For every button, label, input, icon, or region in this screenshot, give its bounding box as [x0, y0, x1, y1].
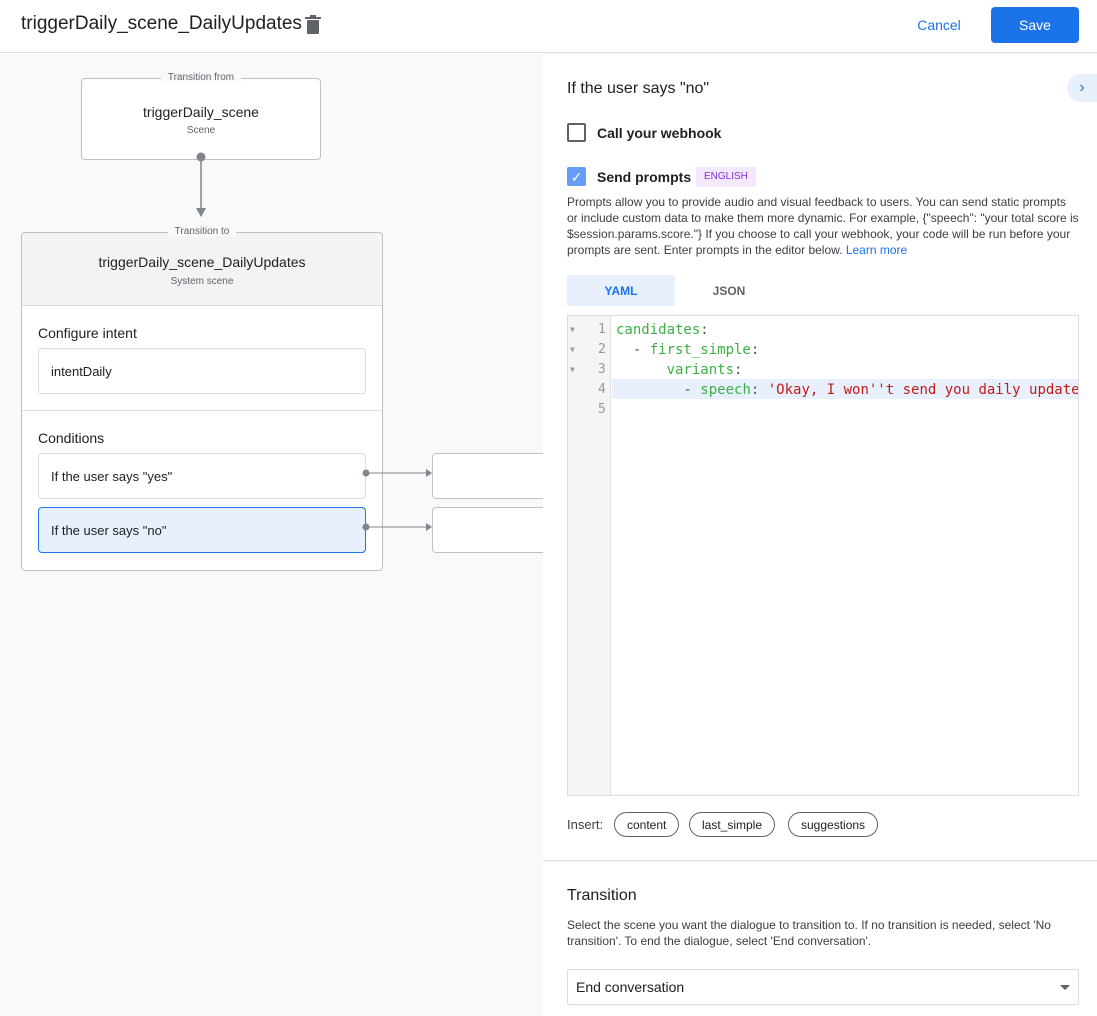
code-editor[interactable]: ▼ ▼ ▼ 1 2 3 4 5 candidates: - first_simp…: [567, 315, 1079, 796]
intent-field[interactable]: intentDaily: [38, 348, 366, 394]
transition-to-node: Transition to triggerDaily_scene_DailyUp…: [21, 226, 383, 571]
line-number: 1: [598, 322, 606, 337]
conditions-label: Conditions: [38, 430, 105, 446]
yaml-key: candidates: [616, 322, 701, 338]
yaml-key: variants: [666, 362, 735, 378]
fold-icon[interactable]: ▼: [570, 365, 575, 374]
header: triggerDaily_scene_DailyUpdates Cancel S…: [0, 0, 1097, 53]
insert-label: Insert:: [567, 817, 604, 832]
dropdown-arrow-icon: [1060, 985, 1070, 990]
check-icon: ✓: [570, 169, 583, 185]
transition-from-legend: Transition from: [160, 72, 242, 83]
yaml-prefix: -: [616, 382, 701, 398]
learn-more-link[interactable]: Learn more: [845, 243, 908, 257]
description-text: Prompts allow you to provide audio and v…: [567, 195, 1079, 257]
line-number: 5: [598, 402, 606, 417]
condition-no[interactable]: If the user says "no": [38, 507, 366, 553]
transition-from-node[interactable]: Transition from triggerDaily_scene Scene: [81, 72, 321, 160]
code-line: - speech: 'Okay, I won''t send you daily…: [616, 380, 1078, 400]
page-title: triggerDaily_scene_DailyUpdates: [21, 13, 302, 34]
divider: [22, 410, 382, 411]
condition-yes[interactable]: If the user says "yes": [38, 453, 366, 499]
to-scene-name: triggerDaily_scene_DailyUpdates: [98, 254, 306, 270]
insert-chip-suggestions[interactable]: suggestions: [788, 812, 879, 837]
transition-description: Select the scene you want the dialogue t…: [567, 918, 1051, 948]
divider: [543, 860, 1097, 861]
yaml-punct: :: [750, 342, 760, 358]
language-badge: ENGLISH: [696, 167, 756, 187]
cancel-button[interactable]: Cancel: [917, 17, 961, 33]
yaml-string: 'Okay, I won''t send you daily update: [767, 382, 1078, 398]
webhook-checkbox[interactable]: [567, 123, 586, 142]
transition-heading: Transition: [567, 887, 637, 904]
yaml-key: speech: [700, 382, 751, 398]
to-scene-type: System scene: [170, 276, 234, 287]
active-line-highlight: [612, 379, 1078, 399]
connector-arrow: [196, 152, 206, 217]
fold-icon[interactable]: ▼: [570, 345, 575, 354]
transition-selected-value: End conversation: [576, 979, 685, 995]
line-number: 2: [598, 342, 606, 357]
yaml-key: first_simple: [649, 342, 751, 358]
chevron-right-icon[interactable]: ›: [1067, 74, 1097, 102]
flow-canvas: Transition from triggerDaily_scene Scene…: [0, 54, 543, 1016]
insert-chip-content[interactable]: content: [614, 812, 680, 837]
panel-title: If the user says "no": [567, 80, 710, 97]
tab-yaml[interactable]: YAML: [567, 275, 675, 306]
yaml-prefix: [616, 362, 667, 378]
line-number: 3: [598, 362, 606, 377]
trash-icon[interactable]: [304, 15, 322, 35]
transition-to-legend: Transition to: [167, 226, 237, 237]
yes-target-node[interactable]: [432, 453, 543, 499]
insert-chip-last-simple[interactable]: last_simple: [689, 812, 776, 837]
send-prompts-label: Send prompts: [597, 169, 692, 185]
condition-connectors: [362, 469, 432, 531]
condition-panel: [543, 54, 1097, 1016]
from-scene-name: triggerDaily_scene: [143, 104, 259, 120]
yaml-prefix: -: [616, 342, 650, 358]
configure-intent-label: Configure intent: [38, 325, 137, 341]
yaml-punct: :: [750, 382, 768, 398]
code-line: - first_simple:: [616, 340, 759, 360]
line-number: 4: [598, 382, 606, 397]
prompts-description: Prompts allow you to provide audio and v…: [567, 194, 1079, 258]
yaml-punct: :: [700, 322, 709, 338]
transition-select[interactable]: End conversation: [567, 969, 1079, 1005]
send-prompts-checkbox[interactable]: ✓: [567, 167, 586, 186]
code-line: variants:: [616, 360, 743, 380]
save-button[interactable]: Save: [991, 7, 1079, 43]
fold-icon[interactable]: ▼: [570, 325, 575, 334]
from-scene-type: Scene: [186, 125, 216, 136]
webhook-label: Call your webhook: [597, 125, 722, 141]
code-line: candidates:: [616, 320, 709, 340]
no-target-node[interactable]: [432, 507, 543, 553]
yaml-punct: :: [734, 362, 743, 378]
tab-json[interactable]: JSON: [712, 283, 746, 298]
